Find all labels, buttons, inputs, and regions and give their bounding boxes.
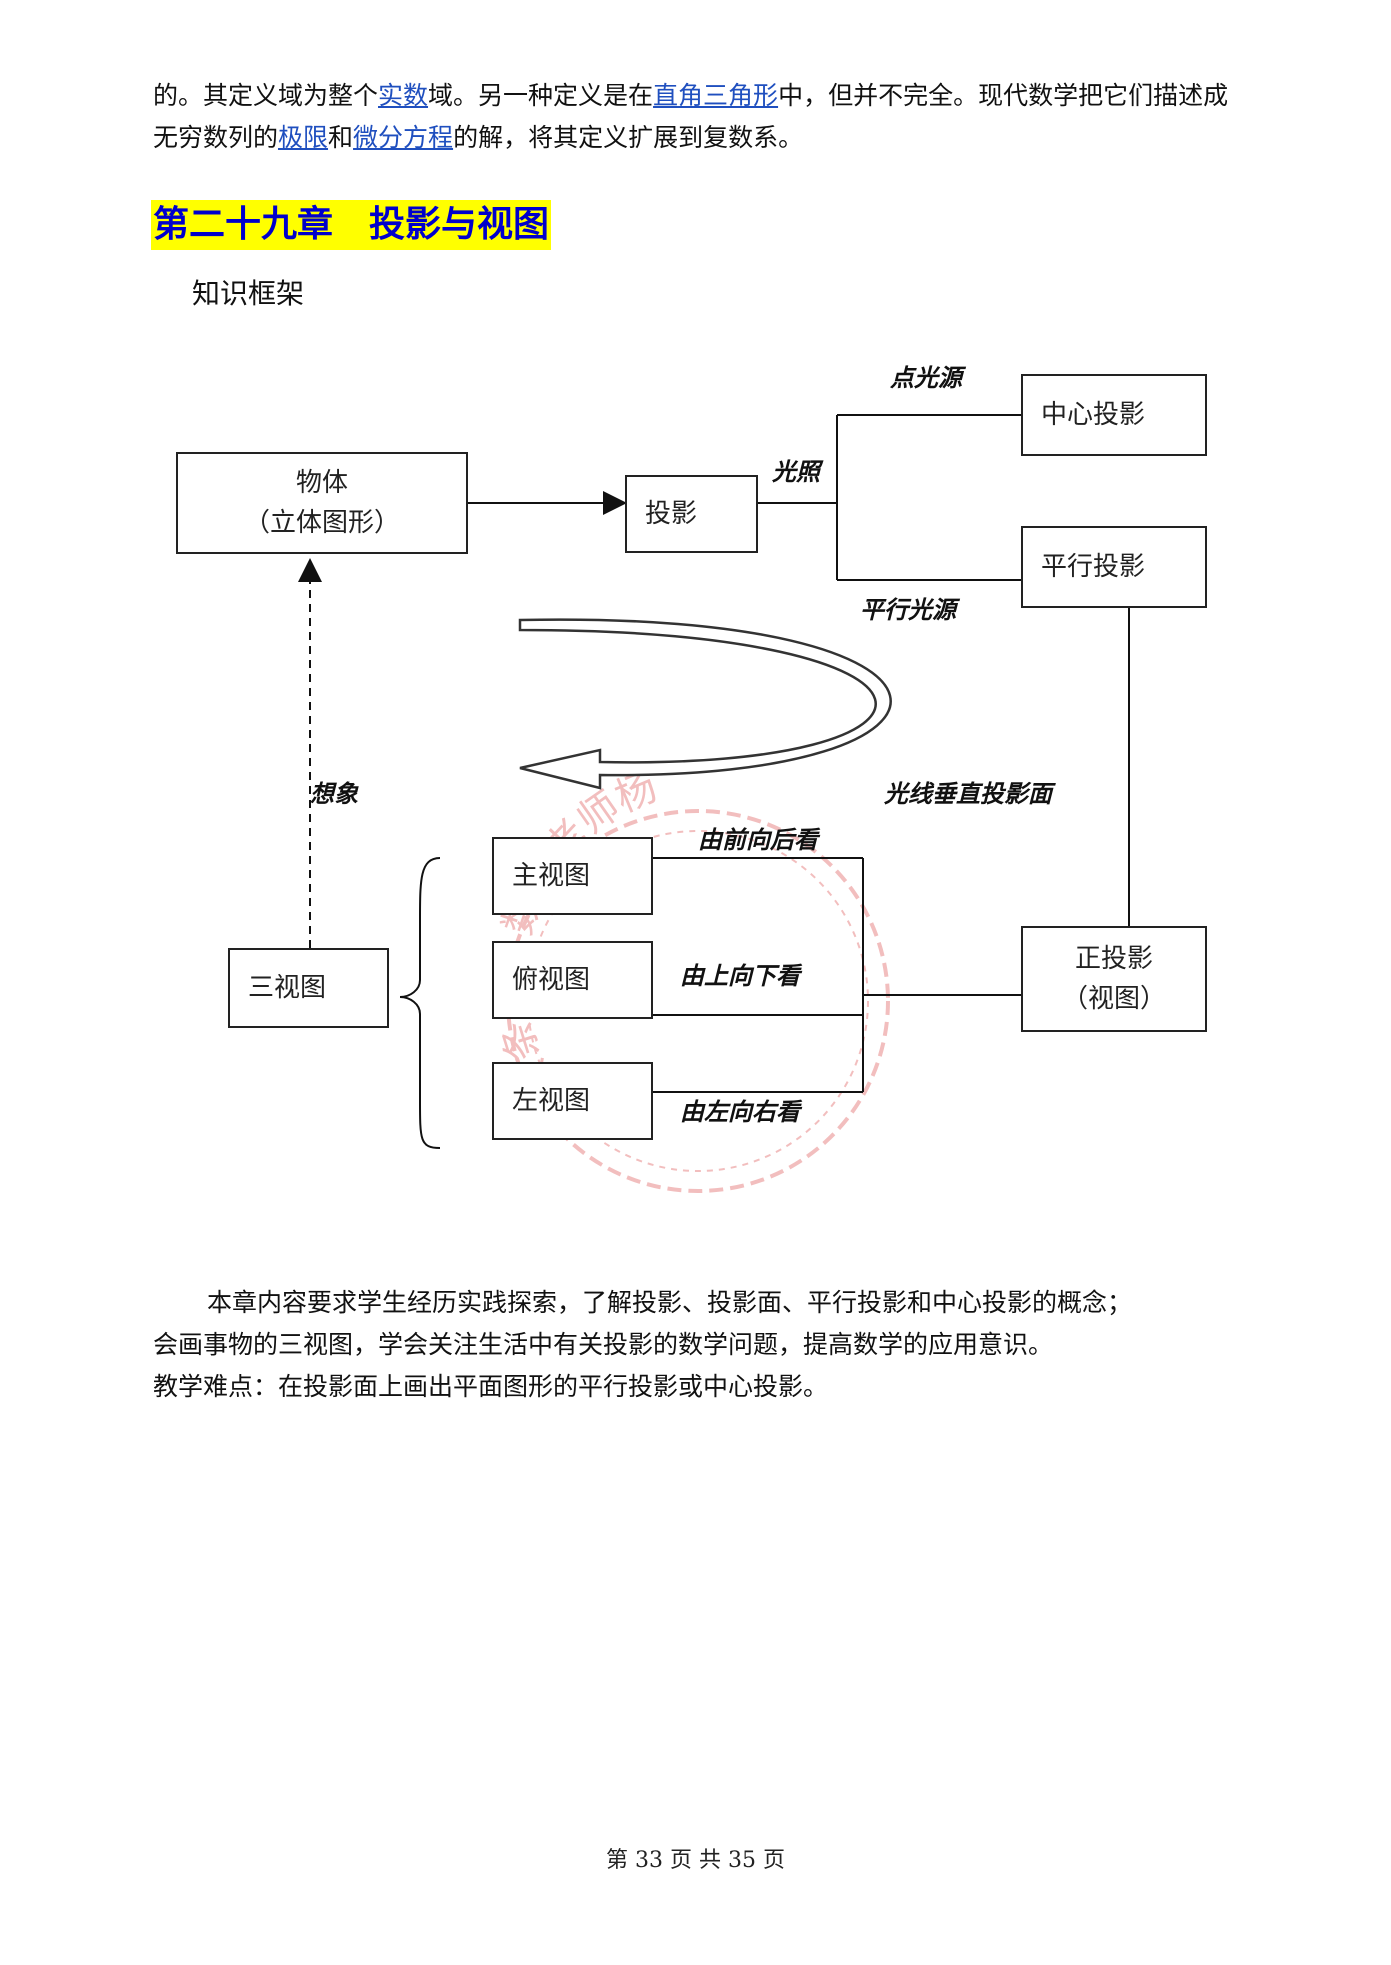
perpendicular-label: 光线垂直投影面	[884, 780, 1052, 808]
central-projection-label: 中心投影	[1041, 400, 1146, 430]
orthographic-sublabel: （视图）	[1061, 984, 1166, 1014]
link-limit[interactable]: 极限	[278, 123, 329, 152]
point-source-label: 点光源	[890, 364, 962, 392]
front-to-back-label: 由前向后看	[698, 826, 818, 854]
page-footer: 第 33 页 共 35 页	[606, 1848, 785, 1873]
projection-label: 投影	[645, 499, 698, 529]
summary-line-1: 本章内容要求学生经历实践探索，了解投影、投影面、平行投影和中心投影的概念；	[207, 1288, 1133, 1317]
parallel-source-label: 平行光源	[860, 596, 956, 624]
intro-text: 的。其定义域为整个	[153, 81, 379, 110]
left-view-box: 左视图	[492, 1062, 653, 1140]
summary-line: 会画事物的三视图，学会关注生活中有关投影的数学问题，提高数学的应用意识。	[153, 1324, 1253, 1366]
three-views-box: 三视图	[228, 948, 389, 1028]
intro-text: 的解，将其定义扩展到复数系。	[453, 123, 804, 152]
intro-paragraph: 的。其定义域为整个实数域。另一种定义是在直角三角形中，但并不完全。现代数学把它们…	[153, 75, 1253, 159]
chapter-heading: 第二十九章 投影与视图	[151, 200, 552, 250]
left-to-right-label: 由左向右看	[680, 1098, 800, 1126]
orthographic-projection-box: 正投影 （视图）	[1021, 926, 1207, 1032]
object-box: 物体 （立体图形）	[176, 452, 468, 554]
return-arrow	[518, 618, 892, 790]
left-view-label: 左视图	[512, 1086, 591, 1116]
top-view-label: 俯视图	[512, 965, 591, 995]
central-projection-box: 中心投影	[1021, 374, 1207, 456]
summary-line-2: 会画事物的三视图，学会关注生活中有关投影的数学问题，提高数学的应用意识。	[153, 1330, 1054, 1359]
top-view-box: 俯视图	[492, 941, 653, 1019]
brace	[399, 857, 441, 1149]
three-views-label: 三视图	[248, 973, 327, 1003]
intro-text: 域。另一种定义是在	[428, 81, 654, 110]
watermark-text: 头条号：数学老师杨	[488, 764, 663, 1108]
intro-text: 中，但并不完全。现代数学把它们描述成无穷数列的	[153, 81, 1229, 152]
summary-paragraph: 本章内容要求学生经历实践探索，了解投影、投影面、平行投影和中心投影的概念； 会画…	[153, 1282, 1253, 1408]
link-differential-equation[interactable]: 微分方程	[353, 123, 454, 152]
front-view-box: 主视图	[492, 837, 653, 915]
summary-line: 本章内容要求学生经历实践探索，了解投影、投影面、平行投影和中心投影的概念；	[153, 1282, 1253, 1324]
object-label: 物体	[295, 468, 348, 498]
link-real-numbers[interactable]: 实数	[378, 81, 429, 110]
svg-text:头条号：数学老师杨: 头条号：数学老师杨	[488, 764, 663, 1108]
projection-box: 投影	[625, 475, 758, 553]
parallel-projection-box: 平行投影	[1021, 526, 1207, 608]
front-view-label: 主视图	[512, 861, 591, 891]
link-right-triangle[interactable]: 直角三角形	[653, 81, 779, 110]
parallel-projection-label: 平行投影	[1041, 552, 1146, 582]
light-label: 光照	[772, 458, 820, 486]
top-to-bottom-label: 由上向下看	[680, 962, 800, 990]
intro-text: 和	[328, 123, 354, 152]
object-sublabel: （立体图形）	[243, 508, 400, 538]
summary-line: 教学难点：在投影面上画出平面图形的平行投影或中心投影。	[153, 1366, 1253, 1408]
orthographic-label: 正投影	[1074, 944, 1153, 974]
summary-line-3: 教学难点：在投影面上画出平面图形的平行投影或中心投影。	[153, 1372, 829, 1401]
section-subheading: 知识框架	[192, 277, 305, 310]
imagine-label: 想象	[310, 780, 358, 808]
